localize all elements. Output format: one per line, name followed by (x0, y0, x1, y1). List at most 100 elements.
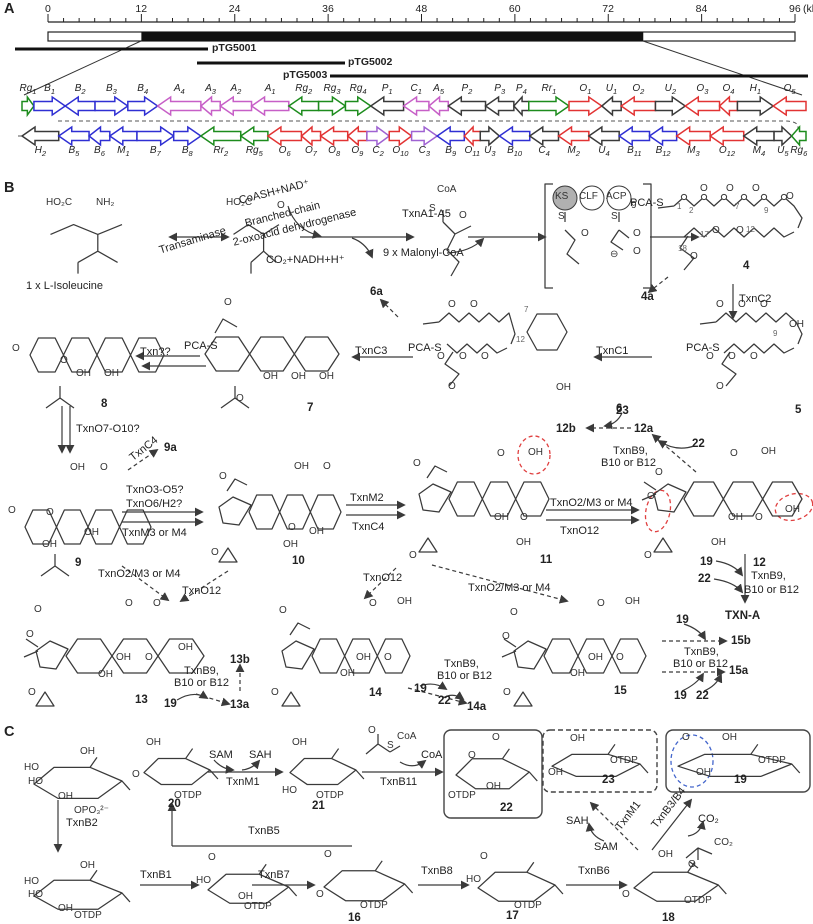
gene-label-M4: M4 (752, 145, 766, 158)
atom-label: OH (588, 652, 603, 663)
atom-label: OH (789, 319, 804, 330)
atom-label: O (448, 381, 456, 392)
structure-acoa (365, 734, 401, 755)
atom-label: O (288, 522, 296, 533)
atom-label: OH (291, 371, 306, 382)
reaction-arrow (442, 691, 465, 701)
atom-label: O (316, 889, 324, 900)
atom-label: OH (238, 891, 253, 902)
atom-label: O (688, 859, 696, 870)
gene-label-C3: C3 (418, 145, 431, 158)
gene-arrow-Rg1 (21, 94, 35, 118)
gene-arrow-B11 (617, 125, 651, 147)
gene-arrow-O5 (771, 95, 807, 117)
atom-label: HO (28, 889, 43, 900)
compound-number: 4 (743, 260, 750, 272)
compound-number: TXN-A (725, 610, 761, 622)
atom-label: OH (98, 669, 113, 680)
pathway-label: TxnB9, (751, 570, 786, 582)
gene-arrow-H2 (20, 125, 60, 147)
ruler-tick-label: 96 (789, 3, 801, 15)
atom-label: OTDP (244, 901, 272, 912)
atom-label: HO (28, 776, 43, 787)
clf-circle (579, 185, 605, 211)
gene-arrow-O6 (266, 125, 303, 147)
gene-label-U2: U2 (664, 83, 677, 96)
gene-label-Rg2: Rg2 (295, 83, 313, 96)
gene-arrow-Rr2 (199, 125, 242, 147)
atom-label: O (46, 507, 54, 518)
reaction-arrow (713, 578, 744, 594)
atom-label: CoA (437, 184, 457, 195)
gene-label-Rg1: Rg1 (19, 83, 37, 96)
atom-label: O (520, 512, 528, 523)
compound-number: 13 (135, 694, 148, 706)
atom-label: OH (516, 537, 531, 548)
reaction-arrow (399, 759, 427, 769)
gene-arrow-O8 (319, 125, 349, 147)
atom-label: OH (58, 903, 73, 914)
pathway-label: TxnB9, (444, 658, 479, 670)
pathway-label: B10 or B12 (744, 584, 800, 596)
gene-arrow-O2 (619, 95, 657, 117)
pathway-label: Txn?? (140, 346, 171, 358)
atom-label: OH (116, 652, 131, 663)
gene-arrow-P1 (369, 95, 405, 117)
compound-number: 22 (438, 695, 451, 707)
structure-rings (501, 638, 647, 707)
atom-label: OH (722, 732, 737, 743)
pathway-label: TxnB11 (380, 776, 418, 788)
atom-label: OTDP (514, 900, 542, 911)
compound-box (665, 729, 811, 793)
gene-arrow-Rg4 (344, 95, 373, 117)
gene-label-B11: B11 (627, 145, 642, 158)
pathway-label: TxnO12 (560, 525, 600, 537)
reaction-arrow (647, 276, 669, 294)
highlight-ellipse-red (644, 489, 672, 533)
atom-label: S (611, 211, 618, 222)
compound-number: 13a (230, 699, 250, 711)
atom-label: OH (570, 733, 585, 744)
atom-label: CLF (579, 191, 598, 202)
structure-sugar (551, 743, 649, 777)
gene-label-P3: P3 (494, 83, 506, 96)
gene-arrow-A5 (427, 95, 450, 117)
atom-label: O (647, 491, 655, 502)
reaction-arrow (407, 687, 468, 706)
gene-arrow-B10 (498, 125, 531, 147)
structure-sugar (677, 743, 801, 777)
pathway-label: 9 x Malonyl-CoA (383, 247, 464, 259)
atom-label: O (153, 598, 161, 609)
compound-number: 19 (676, 614, 689, 626)
atom-label: O (581, 228, 589, 239)
atom-label: O (738, 299, 746, 310)
gene-arrow-P2 (446, 95, 487, 117)
atom-label: OH (625, 596, 640, 607)
atom-label: OTDP (684, 895, 712, 906)
structure-thio (442, 210, 472, 277)
structure-sugar (143, 748, 219, 786)
compound-number: 4a (641, 291, 654, 303)
gene-arrow-B6 (87, 125, 111, 147)
atom-label: 9 (631, 200, 637, 211)
reaction-arrow (213, 759, 235, 774)
gene-arrow-Rg6 (790, 125, 807, 147)
atom-label: OH (319, 371, 334, 382)
reaction-arrow (715, 560, 744, 577)
atom-label: NH₂ (96, 197, 115, 208)
compound-number: 16 (348, 912, 361, 924)
gene-label-B2: B2 (74, 83, 86, 96)
atom-label: HO (466, 874, 481, 885)
atom-label: O (219, 471, 227, 482)
atom-label: O (468, 750, 476, 761)
pathway-label: TxnB7 (258, 869, 290, 881)
atom-label: OH (785, 504, 800, 515)
atom-label: O (125, 598, 133, 609)
atom-label: O (12, 343, 20, 354)
gene-label-B10: B10 (507, 145, 523, 158)
carbon-number: 7 (524, 305, 529, 314)
atom-label: O (211, 547, 219, 558)
gene-label-P4: P4 (515, 83, 527, 96)
panel-label-a: A (4, 1, 15, 17)
compound-number: 18 (662, 912, 675, 924)
